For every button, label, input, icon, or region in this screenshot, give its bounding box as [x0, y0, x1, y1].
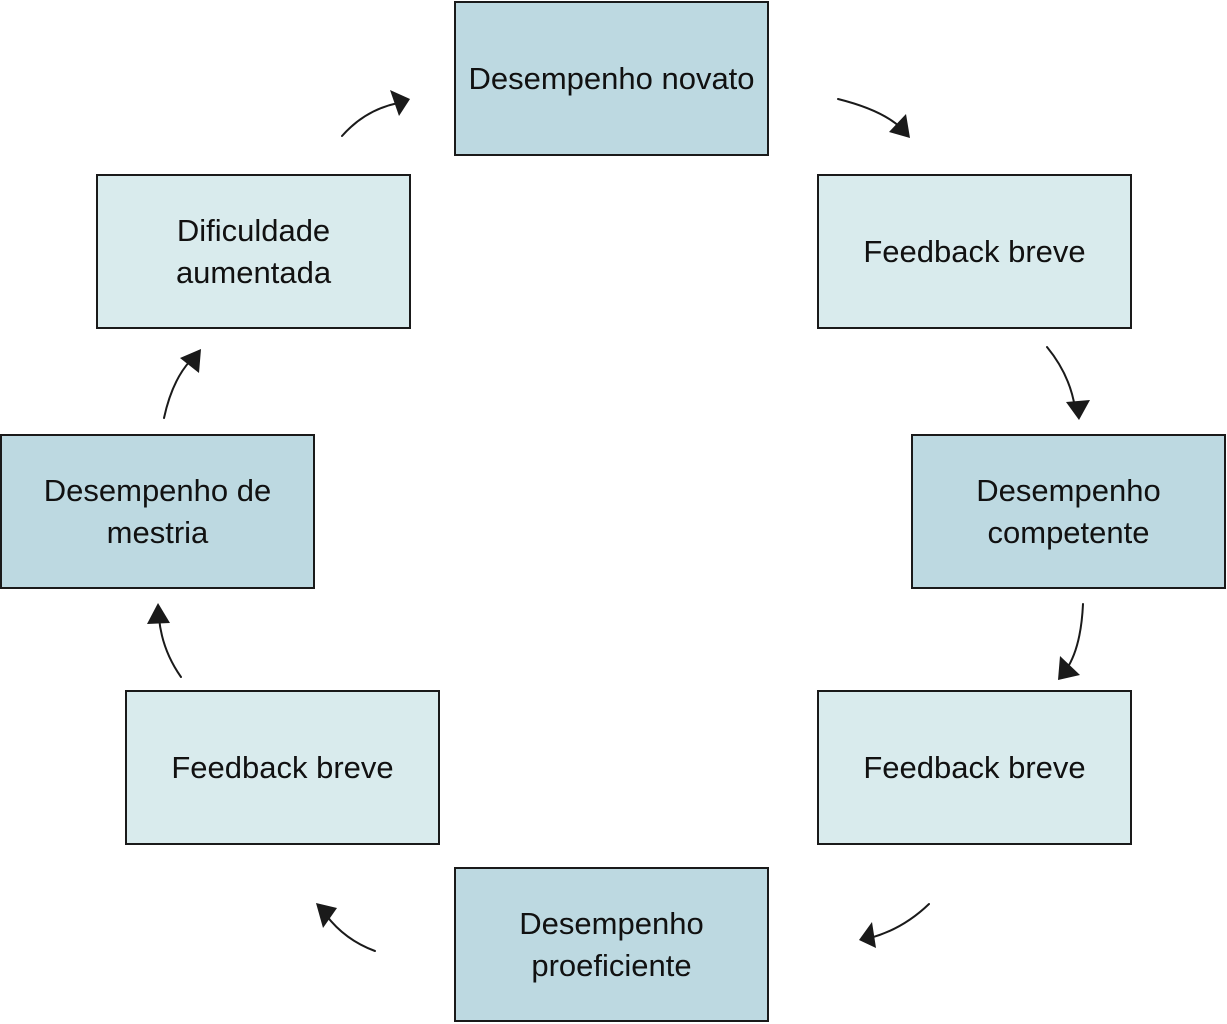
arrowhead-1	[889, 114, 910, 138]
arrowhead-5	[316, 903, 337, 928]
arrow-competent-to-feedback-2	[1065, 603, 1084, 671]
arrow-proficient-to-feedback-3	[325, 914, 376, 952]
arrowhead-6	[147, 603, 170, 624]
arrow-difficulty-to-novice	[341, 102, 399, 137]
arrowhead-7	[180, 349, 201, 373]
arrow-novice-to-feedback-1	[837, 98, 902, 129]
node-brief-feedback-1: Feedback breve	[817, 174, 1132, 329]
arrowhead-8	[390, 90, 410, 116]
arrowhead-4	[859, 922, 876, 948]
arrowhead-3	[1058, 656, 1080, 680]
node-brief-feedback-2: Feedback breve	[817, 690, 1132, 845]
arrowhead-2	[1066, 400, 1090, 420]
node-novice-performance: Desempenho novato	[454, 1, 769, 156]
arrow-feedback-3-to-mastery	[158, 617, 182, 678]
arrow-feedback-2-to-proficient	[869, 903, 930, 939]
arrow-feedback-1-to-competent	[1046, 346, 1076, 409]
node-mastery-performance: Desempenho de mestria	[0, 434, 315, 589]
node-competent-performance: Desempenho competente	[911, 434, 1226, 589]
node-proficient-performance: Desempenho proeficiente	[454, 867, 769, 1022]
arrow-mastery-to-difficulty	[163, 360, 191, 419]
node-brief-feedback-3: Feedback breve	[125, 690, 440, 845]
node-increased-difficulty: Dificuldade aumentada	[96, 174, 411, 329]
